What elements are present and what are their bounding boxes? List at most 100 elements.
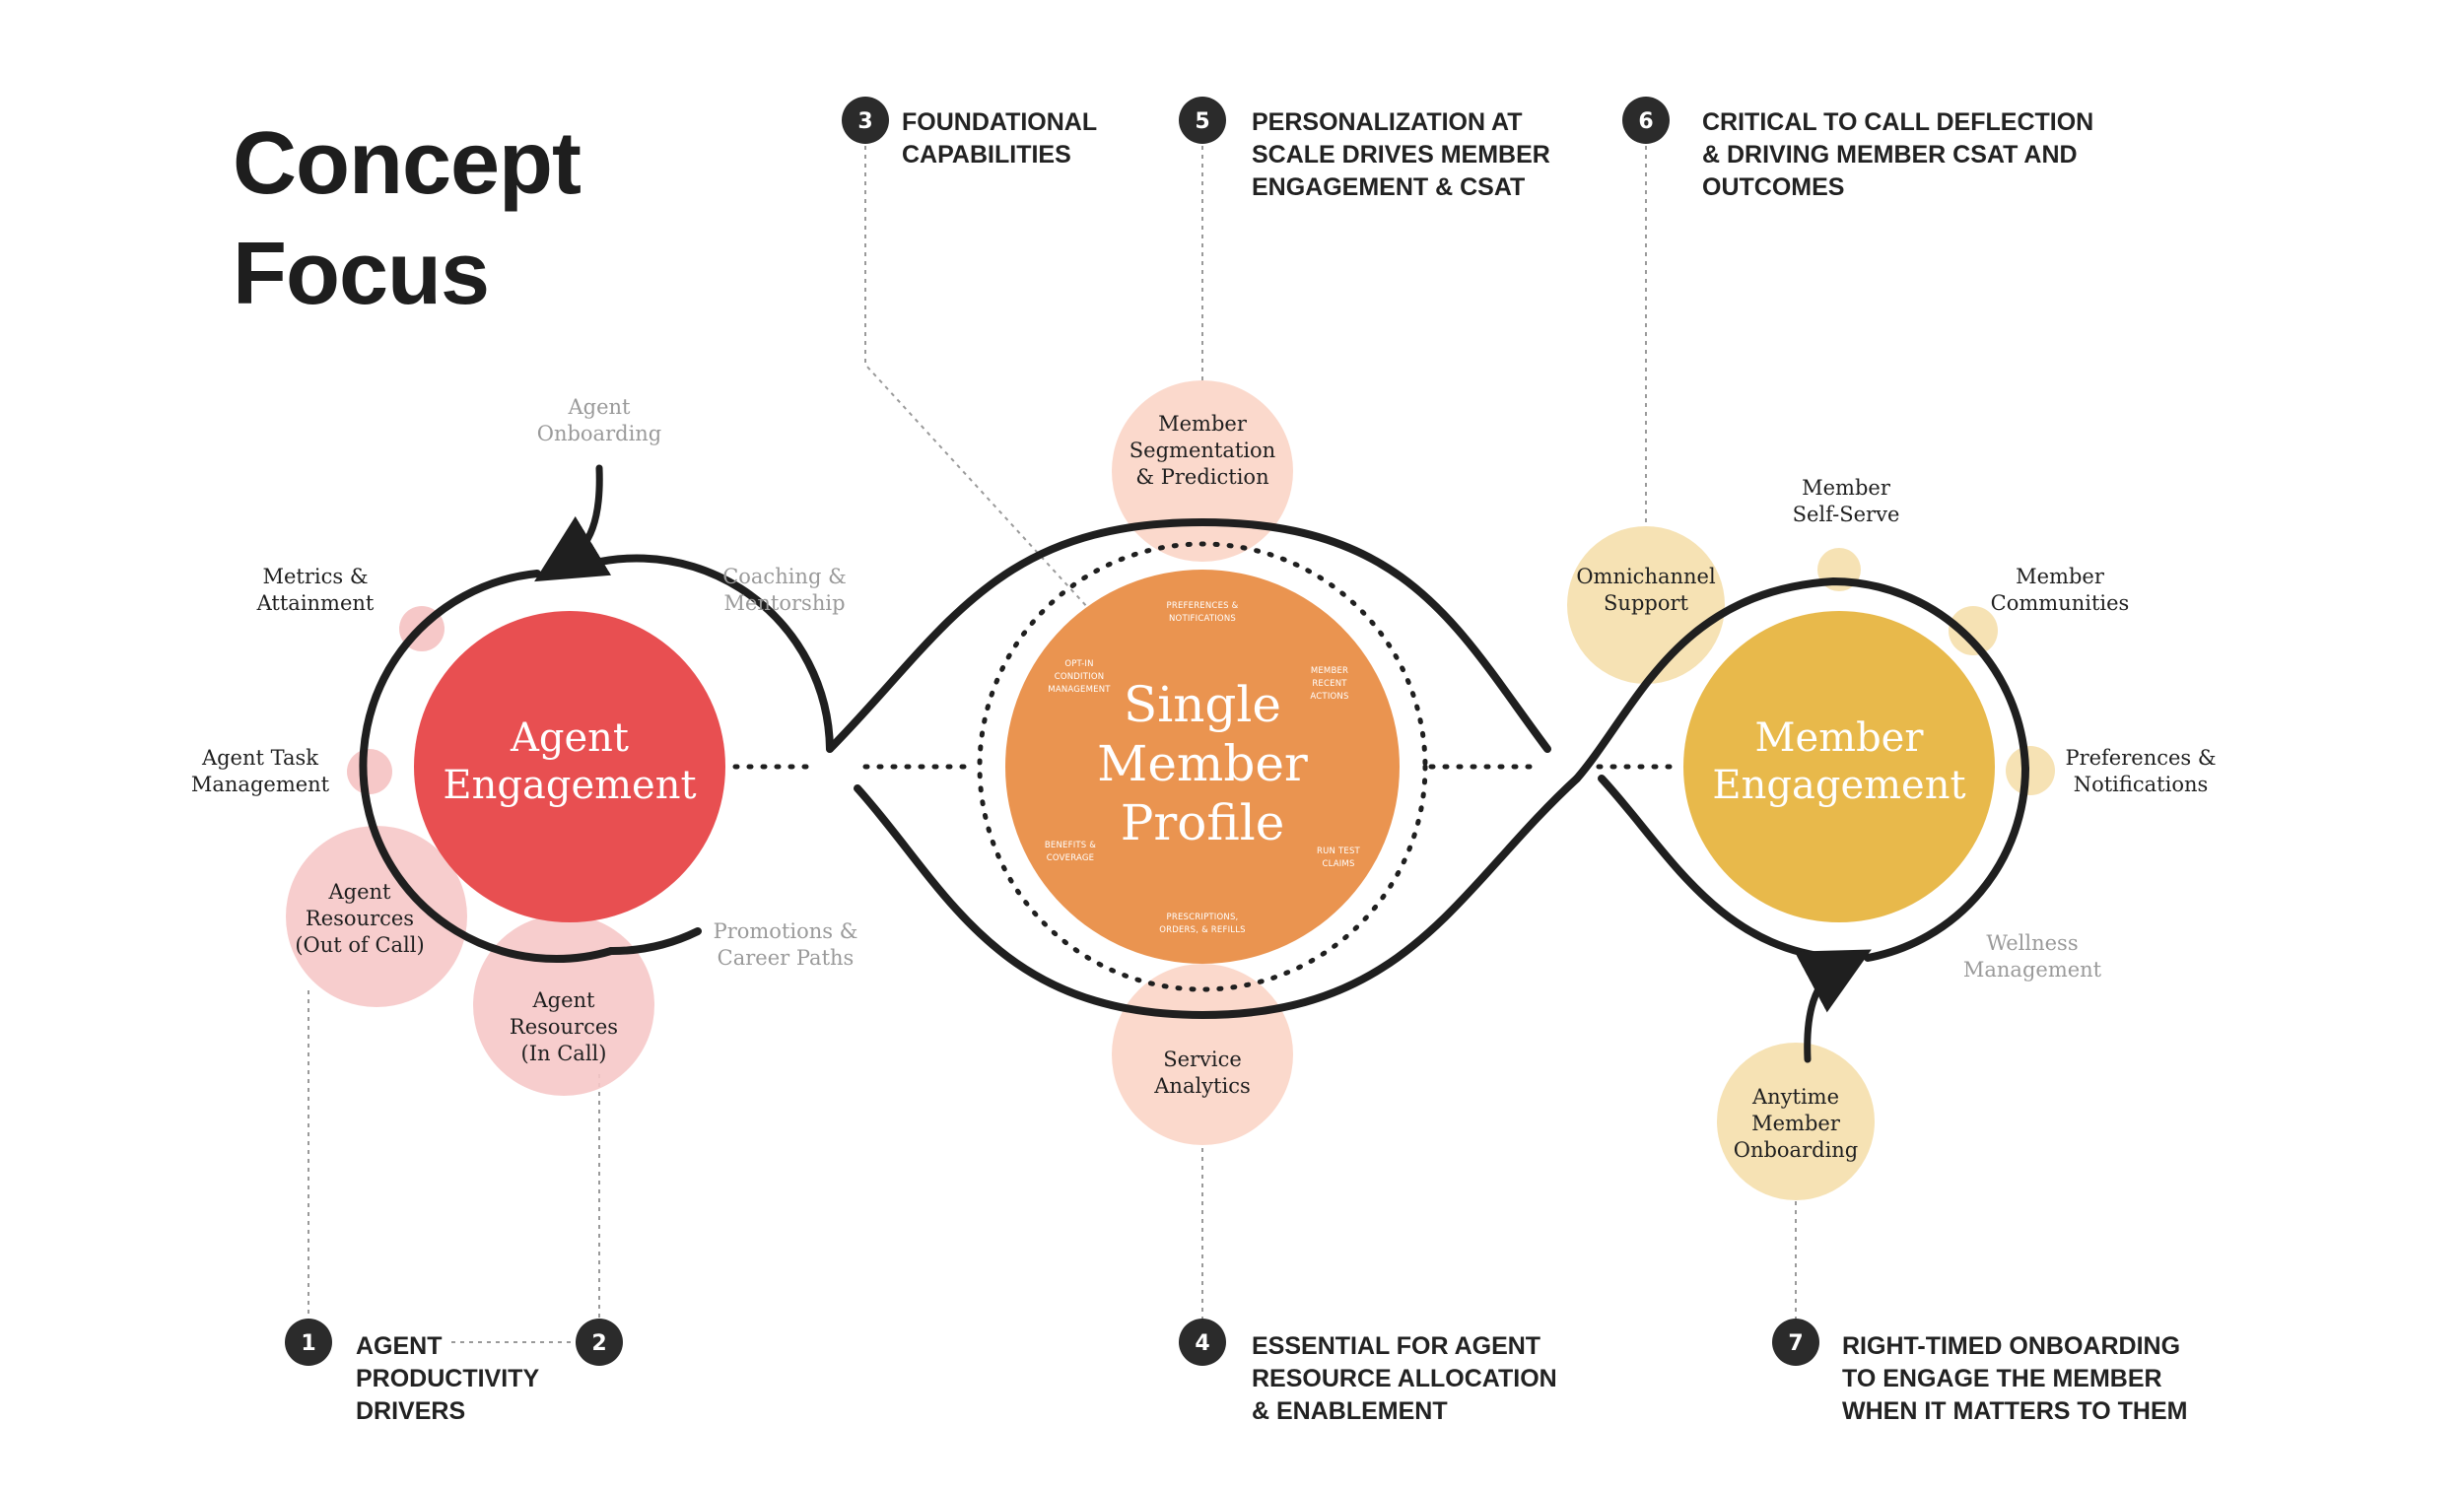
callout-1-line-1: AGENT xyxy=(356,1332,443,1360)
profile-labels: Member Segmentation & Prediction Service… xyxy=(1129,412,1275,1098)
agent-engagement-hub xyxy=(414,611,725,922)
badge-5: 5 xyxy=(1179,97,1226,144)
title-line-1: Concept xyxy=(233,114,582,213)
middle-loop-lower xyxy=(854,775,1581,1020)
profile-dotted-ring xyxy=(977,541,1428,992)
member-loop-lower xyxy=(1598,775,1837,962)
label-omnichannel-1: Omnichannel xyxy=(1576,565,1716,588)
member-labels: Omnichannel Support Member Self-Serve Me… xyxy=(1576,476,2216,1162)
badge-7: 7 xyxy=(1772,1319,1819,1366)
agent-loop-bottom xyxy=(607,927,702,956)
single-member-profile-hub xyxy=(1005,570,1400,964)
profile-item-recent-1: MEMBER xyxy=(1311,666,1348,676)
callout-1-line-2: PRODUCTIVITY xyxy=(356,1365,540,1392)
label-resources-out-1: Agent xyxy=(328,880,392,904)
badge-5-number: 5 xyxy=(1195,109,1209,134)
callout-1-text: AGENT PRODUCTIVITY DRIVERS xyxy=(356,1330,539,1428)
badge-4-number: 4 xyxy=(1195,1331,1209,1356)
bubble-task xyxy=(347,749,392,794)
profile-item-claims-2: CLAIMS xyxy=(1322,859,1354,869)
label-member-onboarding-2: Member xyxy=(1751,1112,1841,1135)
badge-7-number: 7 xyxy=(1788,1331,1803,1356)
label-omnichannel-2: Support xyxy=(1604,591,1688,615)
label-metrics-2: Attainment xyxy=(256,591,375,615)
member-onboarding-arrow xyxy=(1794,949,1872,1063)
agent-hub-title-1: Agent xyxy=(510,715,629,761)
label-member-onboarding-1: Anytime xyxy=(1751,1085,1839,1109)
callout-4-line-1: ESSENTIAL FOR AGENT xyxy=(1252,1332,1541,1360)
callout-6-line-2: & DRIVING MEMBER CSAT AND xyxy=(1702,141,2078,169)
badge-3: 3 xyxy=(842,97,889,144)
callout-5-text: PERSONALIZATION AT SCALE DRIVES MEMBER E… xyxy=(1252,106,1550,204)
callout-5-line-3: ENGAGEMENT & CSAT xyxy=(1252,173,1526,201)
callout-6-line-3: OUTCOMES xyxy=(1702,173,1845,201)
label-resources-out-2: Resources xyxy=(306,907,414,930)
agent-loop-left xyxy=(359,570,615,964)
leader-line-3 xyxy=(864,146,1132,656)
profile-item-recent-3: ACTIONS xyxy=(1310,692,1348,702)
profile-item-rx-1: PRESCRIPTIONS, xyxy=(1167,913,1239,922)
bubble-preferences xyxy=(2006,746,2055,795)
label-coaching-1: Coaching & xyxy=(722,565,847,588)
bubble-communities xyxy=(1949,606,1998,655)
label-wellness-1: Wellness xyxy=(1986,931,2078,955)
label-resources-in-1: Agent xyxy=(532,988,596,1012)
label-task-2: Management xyxy=(191,773,330,796)
bubble-resources-out xyxy=(286,826,467,1007)
callout-1-line-3: DRIVERS xyxy=(356,1397,466,1425)
badge-1-number: 1 xyxy=(301,1331,315,1356)
profile-items: PREFERENCES & NOTIFICATIONS OPT-IN CONDI… xyxy=(1045,601,1360,935)
callout-4-line-2: RESOURCE ALLOCATION xyxy=(1252,1365,1557,1392)
callout-3-line-1: FOUNDATIONAL xyxy=(902,108,1098,136)
title-line-2: Focus xyxy=(233,225,490,323)
callout-3-text: FOUNDATIONAL CAPABILITIES xyxy=(902,106,1097,171)
profile-item-recent-2: RECENT xyxy=(1312,679,1347,689)
label-agent-onboarding-1: Agent xyxy=(568,395,632,419)
callout-4-text: ESSENTIAL FOR AGENT RESOURCE ALLOCATION … xyxy=(1252,1330,1557,1428)
label-communities-2: Communities xyxy=(1991,591,2130,615)
callout-6-line-1: CRITICAL TO CALL DEFLECTION xyxy=(1702,108,2094,136)
bubble-resources-in xyxy=(473,914,654,1096)
badge-3-number: 3 xyxy=(857,109,872,134)
label-segmentation-3: & Prediction xyxy=(1135,465,1268,489)
label-segmentation-1: Member xyxy=(1158,412,1248,436)
label-resources-out-3: (Out of Call) xyxy=(295,933,424,957)
label-preferences-2: Notifications xyxy=(2074,773,2209,796)
label-resources-in-3: (In Call) xyxy=(521,1042,607,1065)
callout-5-line-1: PERSONALIZATION AT xyxy=(1252,108,1523,136)
label-promotions-1: Promotions & xyxy=(714,919,858,943)
label-metrics-1: Metrics & xyxy=(262,565,368,588)
callout-6-text: CRITICAL TO CALL DEFLECTION & DRIVING ME… xyxy=(1702,106,2093,204)
callout-7-line-3: WHEN IT MATTERS TO THEM xyxy=(1842,1397,2188,1425)
bubble-segmentation xyxy=(1112,380,1293,562)
profile-item-optin-2: CONDITION xyxy=(1055,672,1105,682)
badge-1: 1 xyxy=(285,1319,332,1366)
label-analytics-1: Service xyxy=(1163,1048,1242,1071)
member-hub-title-2: Engagement xyxy=(1712,763,1965,808)
label-self-serve-1: Member xyxy=(1802,476,1891,500)
agent-hub-title-2: Engagement xyxy=(443,763,696,808)
profile-item-benefits-1: BENEFITS & xyxy=(1045,841,1096,850)
member-engagement-hub xyxy=(1683,611,1995,922)
label-promotions-2: Career Paths xyxy=(718,946,855,970)
badge-2: 2 xyxy=(576,1319,623,1366)
profile-item-rx-2: ORDERS, & REFILLS xyxy=(1159,925,1246,935)
bubble-member-onboarding xyxy=(1717,1043,1875,1200)
profile-item-preferences-2: NOTIFICATIONS xyxy=(1169,614,1236,624)
profile-hub-title-2: Member xyxy=(1097,735,1308,792)
callout-badges: 1 2 3 4 5 6 7 xyxy=(285,97,1819,1366)
callout-4-line-3: & ENABLEMENT xyxy=(1252,1397,1448,1425)
label-self-serve-2: Self-Serve xyxy=(1793,503,1900,526)
label-analytics-2: Analytics xyxy=(1153,1074,1250,1098)
bubbles xyxy=(286,380,2055,1200)
callout-3-line-2: CAPABILITIES xyxy=(902,141,1071,169)
label-wellness-2: Management xyxy=(1963,958,2102,982)
label-member-onboarding-3: Onboarding xyxy=(1734,1138,1859,1162)
callout-7-line-1: RIGHT-TIMED ONBOARDING xyxy=(1842,1332,2181,1360)
label-agent-onboarding-2: Onboarding xyxy=(537,422,662,445)
label-preferences-1: Preferences & xyxy=(2065,746,2216,770)
badge-6: 6 xyxy=(1622,97,1670,144)
arrows xyxy=(534,464,1872,1063)
label-coaching-2: Mentorship xyxy=(723,591,845,615)
